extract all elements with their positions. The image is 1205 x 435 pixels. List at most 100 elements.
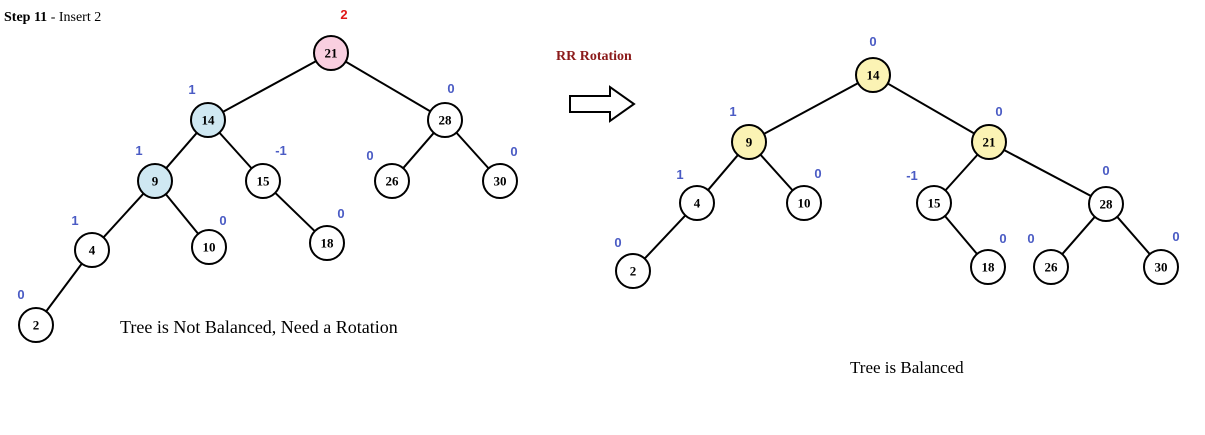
step-separator: -: [47, 10, 59, 25]
edge-14-15: [218, 131, 253, 170]
balance-factor: 0: [995, 104, 1002, 119]
node-circle: [1088, 186, 1124, 222]
edge-14-9: [165, 132, 198, 169]
edge-9-10: [164, 193, 200, 235]
node-key: 4: [694, 196, 701, 211]
node-circle: [679, 185, 715, 221]
node-circle: [18, 307, 54, 343]
tree-node-14: 140: [855, 34, 891, 93]
edge-14-9: [763, 82, 859, 135]
node-key: 9: [746, 135, 753, 150]
tree-node-18: 180: [970, 231, 1007, 285]
node-key: 10: [203, 240, 216, 255]
tree-node-4: 41: [71, 213, 110, 268]
balance-factor: 1: [729, 104, 736, 119]
tree-node-10: 100: [191, 213, 227, 265]
balance-factor: -1: [275, 143, 287, 158]
edge-4-2: [643, 214, 687, 260]
node-key: 9: [152, 174, 159, 189]
tree-node-15: 15-1: [906, 168, 952, 221]
balance-factor: 0: [366, 148, 373, 163]
node-key: 21: [325, 46, 338, 61]
balance-factor: 0: [510, 144, 517, 159]
node-key: 2: [33, 318, 40, 333]
node-key: 30: [1155, 260, 1168, 275]
caption-before: Tree is Not Balanced, Need a Rotation: [120, 317, 398, 337]
tree-node-26: 26 0: [366, 148, 410, 199]
balance-factor: 1: [71, 213, 78, 228]
tree-node-21: 21 2: [313, 7, 349, 71]
node-circle: [971, 124, 1007, 160]
tree-node-2: 20: [614, 235, 651, 289]
tree-node-15: 15 -1: [245, 143, 287, 199]
edge-21-14: [222, 60, 317, 113]
balance-factor: 1: [188, 82, 195, 97]
node-circle: [309, 225, 345, 261]
edge-21-28: [345, 60, 431, 113]
balance-factor: 0: [614, 235, 621, 250]
rotation-label: RR Rotation: [556, 49, 632, 64]
edge-21-15: [944, 153, 979, 192]
tree-node-28: 28 0: [1088, 163, 1124, 222]
edge-21-28: [1003, 149, 1092, 197]
node-circle: [1143, 249, 1179, 285]
tree-node-26: 26 0: [1027, 231, 1069, 285]
edge-28-30: [455, 131, 490, 170]
node-circle: [482, 163, 518, 199]
node-key: 15: [928, 196, 942, 211]
step-number: Step 11: [4, 10, 48, 25]
node-key: 21: [983, 135, 996, 150]
tree-node-9: 91: [135, 143, 173, 199]
node-key: 10: [798, 196, 811, 211]
balance-factor: 2: [340, 7, 347, 22]
node-circle: [615, 253, 651, 289]
edge-4-2: [45, 263, 83, 312]
tree-node-18: 180: [309, 206, 345, 261]
tree-node-9: 91: [729, 104, 767, 160]
node-circle: [427, 102, 463, 138]
balance-factor: 0: [1027, 231, 1034, 246]
node-key: 18: [321, 236, 335, 251]
tree-node-30: 300: [482, 144, 518, 199]
edge-9-10: [759, 153, 794, 192]
node-key: 26: [1045, 260, 1059, 275]
balance-factor: 0: [1102, 163, 1109, 178]
node-key: 14: [202, 113, 216, 128]
node-circle: [786, 185, 822, 221]
step-action: Insert 2: [58, 10, 102, 25]
node-circle: [137, 163, 173, 199]
tree-node-14: 14 1: [188, 82, 226, 138]
tree-node-21: 21 0: [971, 104, 1007, 160]
node-key: 30: [494, 174, 507, 189]
node-key: 14: [867, 68, 881, 83]
balance-factor: 0: [1172, 229, 1179, 244]
node-circle: [1033, 249, 1069, 285]
tree-node-10: 100: [786, 166, 822, 221]
node-key: 15: [257, 174, 271, 189]
node-key: 28: [1100, 197, 1114, 212]
balance-factor: 0: [219, 213, 226, 228]
node-key: 4: [89, 243, 96, 258]
rotation-arrow-icon: [569, 85, 636, 123]
node-circle: [916, 185, 952, 221]
balance-factor: 0: [17, 287, 24, 302]
edge-28-26: [1061, 216, 1096, 255]
edge-14-21: [887, 82, 975, 135]
node-circle: [74, 232, 110, 268]
node-circle: [970, 249, 1006, 285]
balance-factor: 0: [999, 231, 1006, 246]
node-circle: [190, 102, 226, 138]
tree-node-4: 41: [676, 167, 715, 221]
node-circle: [731, 124, 767, 160]
balance-factor: 0: [337, 206, 344, 221]
node-circle: [374, 163, 410, 199]
node-key: 18: [982, 260, 996, 275]
edge-28-26: [402, 132, 435, 169]
balance-factor: 1: [676, 167, 683, 182]
tree-node-30: 30 0: [1143, 229, 1180, 285]
edge-9-4: [707, 154, 739, 191]
node-key: 26: [386, 174, 400, 189]
node-key: 2: [630, 264, 637, 279]
